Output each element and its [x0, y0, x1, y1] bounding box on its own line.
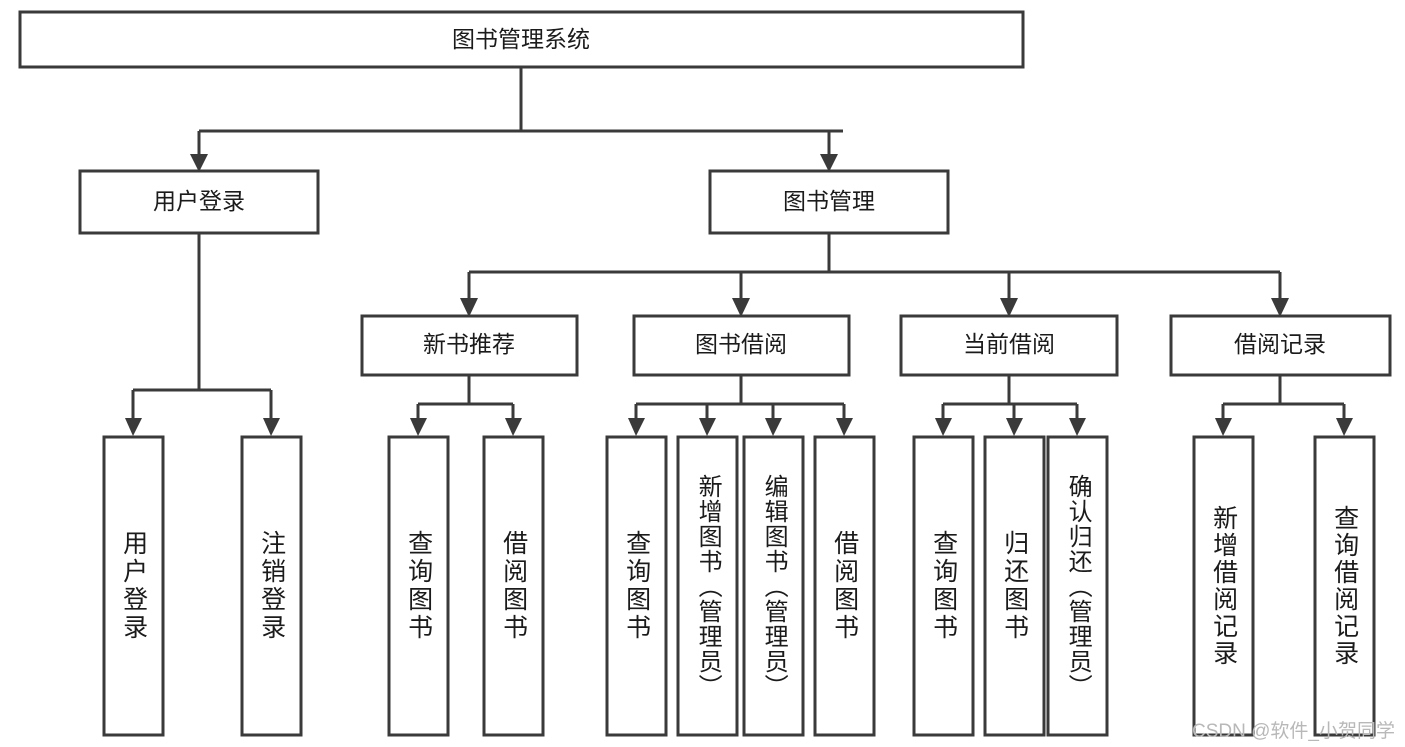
- node-borrow-record-label: 借阅记录: [1234, 331, 1326, 357]
- node-current-borrow-label: 当前借阅: [963, 331, 1055, 357]
- arrowhead-new-book-recommend: [460, 298, 478, 317]
- arrowhead-leaf-add-record: [1215, 418, 1232, 436]
- arrowhead-leaf-query-book-1: [410, 418, 427, 436]
- leaf-box-query-book-3[interactable]: [912, 435, 975, 737]
- arrowhead-current-borrow: [1000, 298, 1018, 317]
- arrowhead-leaf-user-logout: [263, 418, 280, 436]
- leaf-box-user-logout[interactable]: [240, 435, 303, 737]
- node-borrow-record-box[interactable]: [1169, 314, 1392, 377]
- node-borrow-record[interactable]: 借阅记录: [1169, 314, 1392, 377]
- connector-group-book-management: [460, 233, 1289, 317]
- node-root-box[interactable]: [18, 10, 1025, 69]
- node-root-label: 图书管理系统: [452, 26, 590, 52]
- arrowhead-leaf-return-book: [1006, 418, 1023, 436]
- leaf-box-borrow-book-2[interactable]: [813, 435, 876, 737]
- leaf-box-add-book[interactable]: [676, 435, 739, 737]
- leaf-box-edit-book[interactable]: [742, 435, 805, 737]
- arrowhead-leaf-confirm-return: [1069, 418, 1086, 436]
- connector-group-new-book-recommend: [410, 375, 522, 436]
- node-root[interactable]: 图书管理系统: [18, 10, 1025, 69]
- node-book-management[interactable]: 图书管理: [708, 169, 950, 235]
- watermark-text: CSDN @软件_小贺同学: [1192, 721, 1395, 742]
- arrowhead-leaf-edit-book: [765, 418, 782, 436]
- arrowhead-leaf-query-record: [1336, 418, 1353, 436]
- leaf-box-add-record[interactable]: [1192, 435, 1255, 737]
- node-new-book-recommend-label: 新书推荐: [423, 331, 515, 357]
- arrowhead-book-management: [820, 154, 838, 172]
- connector-group-book-borrow: [628, 375, 853, 436]
- arrowhead-leaf-borrow-book-1: [505, 418, 522, 436]
- connector-group-current-borrow: [935, 375, 1086, 436]
- node-user-login-box[interactable]: [78, 169, 320, 235]
- node-book-borrow-box[interactable]: [632, 314, 851, 377]
- leaf-box-borrow-book-1[interactable]: [482, 435, 545, 737]
- leaf-box-return-book[interactable]: [983, 435, 1046, 737]
- arrowhead-leaf-query-book-2: [628, 418, 645, 436]
- node-book-management-label: 图书管理: [783, 188, 875, 214]
- arrowhead-leaf-user-login: [125, 418, 142, 436]
- arrowhead-leaf-query-book-3: [935, 418, 952, 436]
- leaf-box-confirm-return[interactable]: [1046, 435, 1109, 737]
- node-current-borrow-box[interactable]: [899, 314, 1119, 377]
- arrowhead-leaf-borrow-book-2: [836, 418, 853, 436]
- leaf-box-query-book-1[interactable]: [387, 435, 450, 737]
- leaf-box-user-login[interactable]: [102, 435, 165, 737]
- connector-group-root: [190, 67, 843, 172]
- node-book-borrow[interactable]: 图书借阅: [632, 314, 851, 377]
- arrowhead-book-borrow: [732, 298, 750, 317]
- arrowhead-user-login: [190, 154, 208, 172]
- arrowhead-borrow-record: [1271, 298, 1289, 317]
- node-user-login-label: 用户登录: [153, 188, 245, 214]
- node-new-book-recommend-box[interactable]: [360, 314, 579, 377]
- connector-group-user-login: [125, 233, 280, 436]
- node-book-management-box[interactable]: [708, 169, 950, 235]
- node-user-login[interactable]: 用户登录: [78, 169, 320, 235]
- connector-group-borrow-record: [1215, 375, 1353, 436]
- node-new-book-recommend[interactable]: 新书推荐: [360, 314, 579, 377]
- leaf-box-query-book-2[interactable]: [605, 435, 668, 737]
- node-current-borrow[interactable]: 当前借阅: [899, 314, 1119, 377]
- leaf-box-query-record[interactable]: [1313, 435, 1376, 737]
- node-book-borrow-label: 图书借阅: [695, 331, 787, 357]
- arrowhead-leaf-add-book: [699, 418, 716, 436]
